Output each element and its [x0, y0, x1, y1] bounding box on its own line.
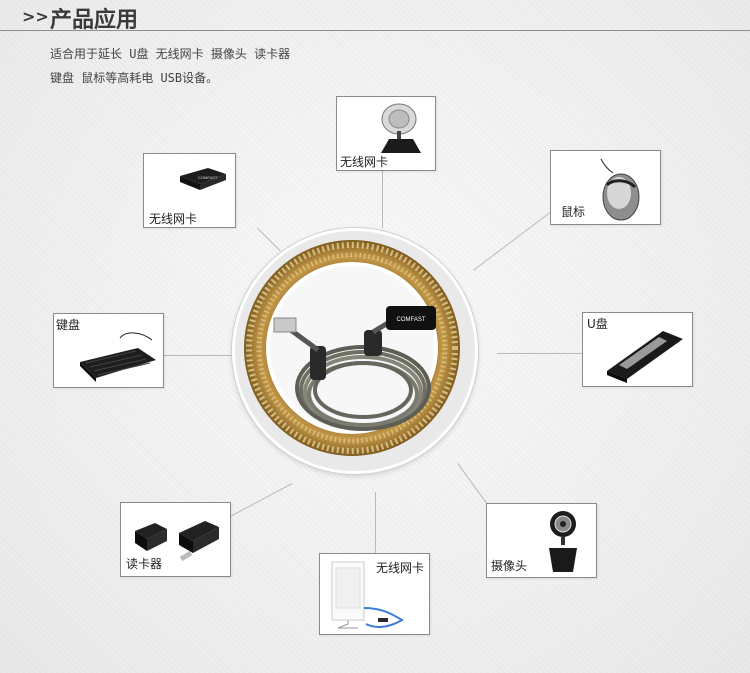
device-label-udisk: U盘: [587, 317, 608, 331]
header-divider: [0, 30, 750, 31]
device-box-mouse: 鼠标: [550, 150, 661, 225]
connector-line: [375, 492, 376, 554]
description-line-2: 键盘 鼠标等高耗电 USB设备。: [50, 71, 219, 85]
device-box-card-reader: 读卡器: [120, 502, 231, 577]
connector-line: [497, 353, 583, 354]
device-box-wifi-panel: 无线网卡: [319, 553, 430, 635]
device-label-wifi-mini: 无线网卡: [149, 212, 198, 226]
antenna-adapter-icon: [381, 103, 421, 153]
connector-line: [163, 355, 235, 356]
panel-wifi-adapter-icon: [331, 561, 404, 629]
device-label-wifi-antenna: 无线网卡: [340, 155, 389, 169]
device-box-wifi-antenna: 无线网卡: [336, 96, 436, 171]
description-line-1: 适合用于延长 U盘 无线网卡 摄像头 读卡器: [50, 47, 291, 61]
mini-wifi-dongle-icon: COMFAST: [180, 168, 226, 190]
card-reader-icon: [135, 521, 219, 561]
usb-flash-drive-icon: [607, 331, 683, 383]
device-label-webcam: 摄像头: [491, 559, 528, 573]
device-label-card-reader: 读卡器: [126, 557, 163, 571]
webcam-icon: [549, 511, 577, 572]
usb-extension-cable-image: COMFAST: [273, 306, 436, 431]
device-box-wifi-mini: COMFAST 无线网卡: [143, 153, 236, 228]
header-arrows: >>: [22, 7, 49, 26]
device-label-wifi-panel: 无线网卡: [376, 561, 425, 575]
page-title: 产品应用: [50, 8, 139, 33]
device-label-mouse: 鼠标: [561, 205, 586, 219]
device-box-keyboard: 键盘: [53, 313, 164, 388]
mouse-icon: [600, 158, 640, 221]
connector-line: [382, 170, 383, 228]
device-label-keyboard: 键盘: [56, 318, 81, 332]
dongle-brand-text: COMFAST: [198, 175, 218, 180]
device-box-udisk: U盘: [582, 312, 693, 387]
section-header: >> 产品应用: [0, 0, 750, 34]
cable-brand-text: COMFAST: [396, 317, 425, 323]
keyboard-icon: [80, 332, 156, 382]
device-box-webcam: 摄像头: [486, 503, 597, 578]
